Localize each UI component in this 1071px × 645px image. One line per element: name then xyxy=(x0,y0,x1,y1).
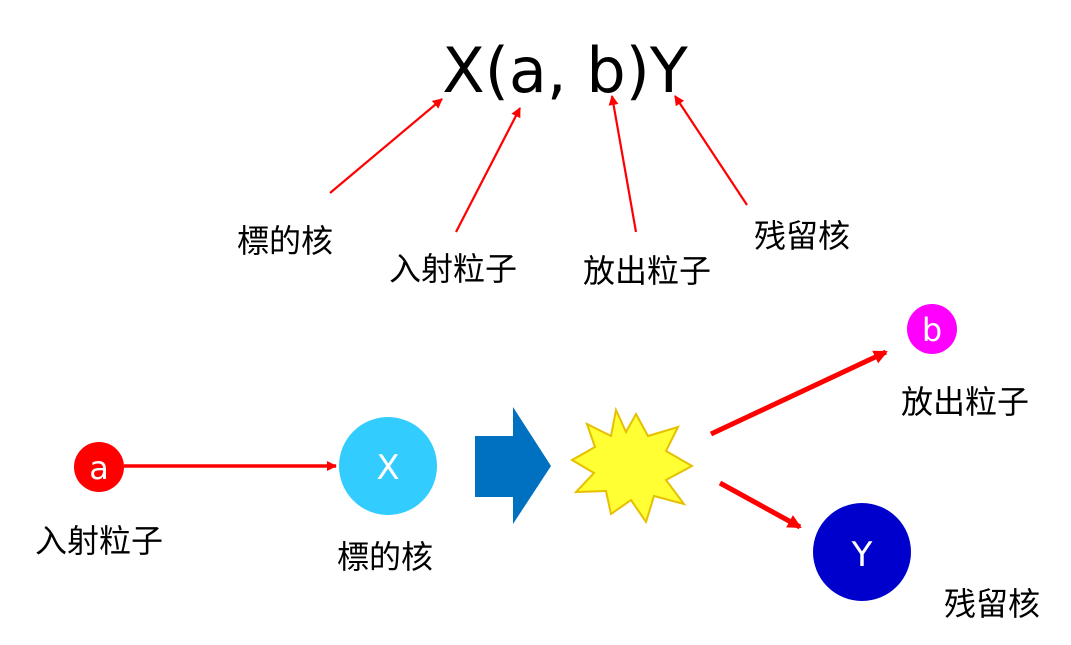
label-emitted-particle-top: 放出粒子 xyxy=(583,252,711,290)
reaction-notation: X(a, b)Y xyxy=(442,34,688,107)
block-arrow-right-icon xyxy=(475,407,551,524)
explosion-star-icon xyxy=(570,406,695,525)
label-target-nucleus-top: 標的核 xyxy=(237,222,333,260)
label-residual-nucleus-top: 残留核 xyxy=(754,217,850,255)
residual-nucleus-symbol: Y xyxy=(851,535,873,575)
label-incident-particle-bottom: 入射粒子 xyxy=(35,522,163,560)
pointer-arrow-target xyxy=(329,98,443,194)
pointer-arrow-emitted xyxy=(608,95,638,233)
target-nucleus-circle xyxy=(339,417,437,515)
target-nucleus-symbol: X xyxy=(376,448,399,488)
pointer-arrow-residual xyxy=(674,95,748,206)
label-incident-particle-top: 入射粒子 xyxy=(389,250,517,288)
label-residual-nucleus-bottom: 残留核 xyxy=(944,585,1040,623)
label-target-nucleus-bottom: 標的核 xyxy=(337,538,433,576)
label-emitted-particle-bottom: 放出粒子 xyxy=(901,383,1029,421)
residual-nucleus-circle xyxy=(813,503,911,601)
incident-particle-symbol: a xyxy=(89,449,109,487)
residual-arrow xyxy=(718,480,802,530)
emitted-particle-symbol: b xyxy=(922,311,942,349)
incident-particle-circle xyxy=(74,442,124,492)
pointer-arrow-incident xyxy=(455,107,521,233)
emitted-particle-circle xyxy=(907,304,957,354)
emitted-arrow xyxy=(709,349,888,437)
